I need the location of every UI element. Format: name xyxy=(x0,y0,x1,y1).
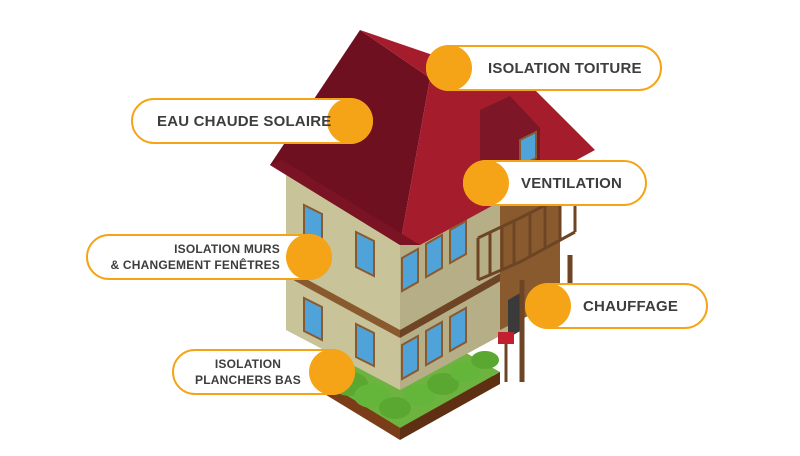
dormer-window xyxy=(519,130,537,168)
left-windows xyxy=(303,203,375,368)
label-line-2: PLANCHERS BAS xyxy=(195,373,301,387)
bullet-icon xyxy=(426,45,472,91)
label-floor-insulation: ISOLATION PLANCHERS BAS xyxy=(172,349,355,395)
label-text: VENTILATION xyxy=(521,174,623,192)
label-text: ISOLATION MURS & CHANGEMENT FENÊTRES xyxy=(110,241,280,273)
label-text: ISOLATION PLANCHERS BAS xyxy=(195,356,301,388)
right-windows xyxy=(401,219,467,381)
label-line-1: ISOLATION MURS xyxy=(174,242,280,256)
roof-front xyxy=(360,30,595,245)
door xyxy=(508,292,522,338)
floor-band-left xyxy=(286,268,400,338)
soil-right xyxy=(400,372,500,440)
label-roof-insulation: ISOLATION TOITURE xyxy=(426,45,662,91)
bullet-icon xyxy=(286,234,332,280)
label-text: ISOLATION TOITURE xyxy=(488,59,642,77)
label-text: CHAUFFAGE xyxy=(583,297,679,315)
label-heating: CHAUFFAGE xyxy=(525,283,708,329)
mailbox xyxy=(498,332,514,344)
floor-band-right xyxy=(400,262,520,338)
label-ventilation: VENTILATION xyxy=(463,160,647,206)
label-line-2: & CHANGEMENT FENÊTRES xyxy=(110,258,280,272)
bullet-icon xyxy=(525,283,571,329)
bullet-icon xyxy=(463,160,509,206)
label-text: EAU CHAUDE SOLAIRE xyxy=(157,112,332,130)
bullet-icon xyxy=(327,98,373,144)
label-line-1: ISOLATION xyxy=(214,357,282,371)
label-solar-hot-water: EAU CHAUDE SOLAIRE xyxy=(131,98,373,144)
roof-slope xyxy=(270,160,420,245)
label-walls-windows: ISOLATION MURS & CHANGEMENT FENÊTRES xyxy=(86,234,332,280)
bullet-icon xyxy=(309,349,355,395)
